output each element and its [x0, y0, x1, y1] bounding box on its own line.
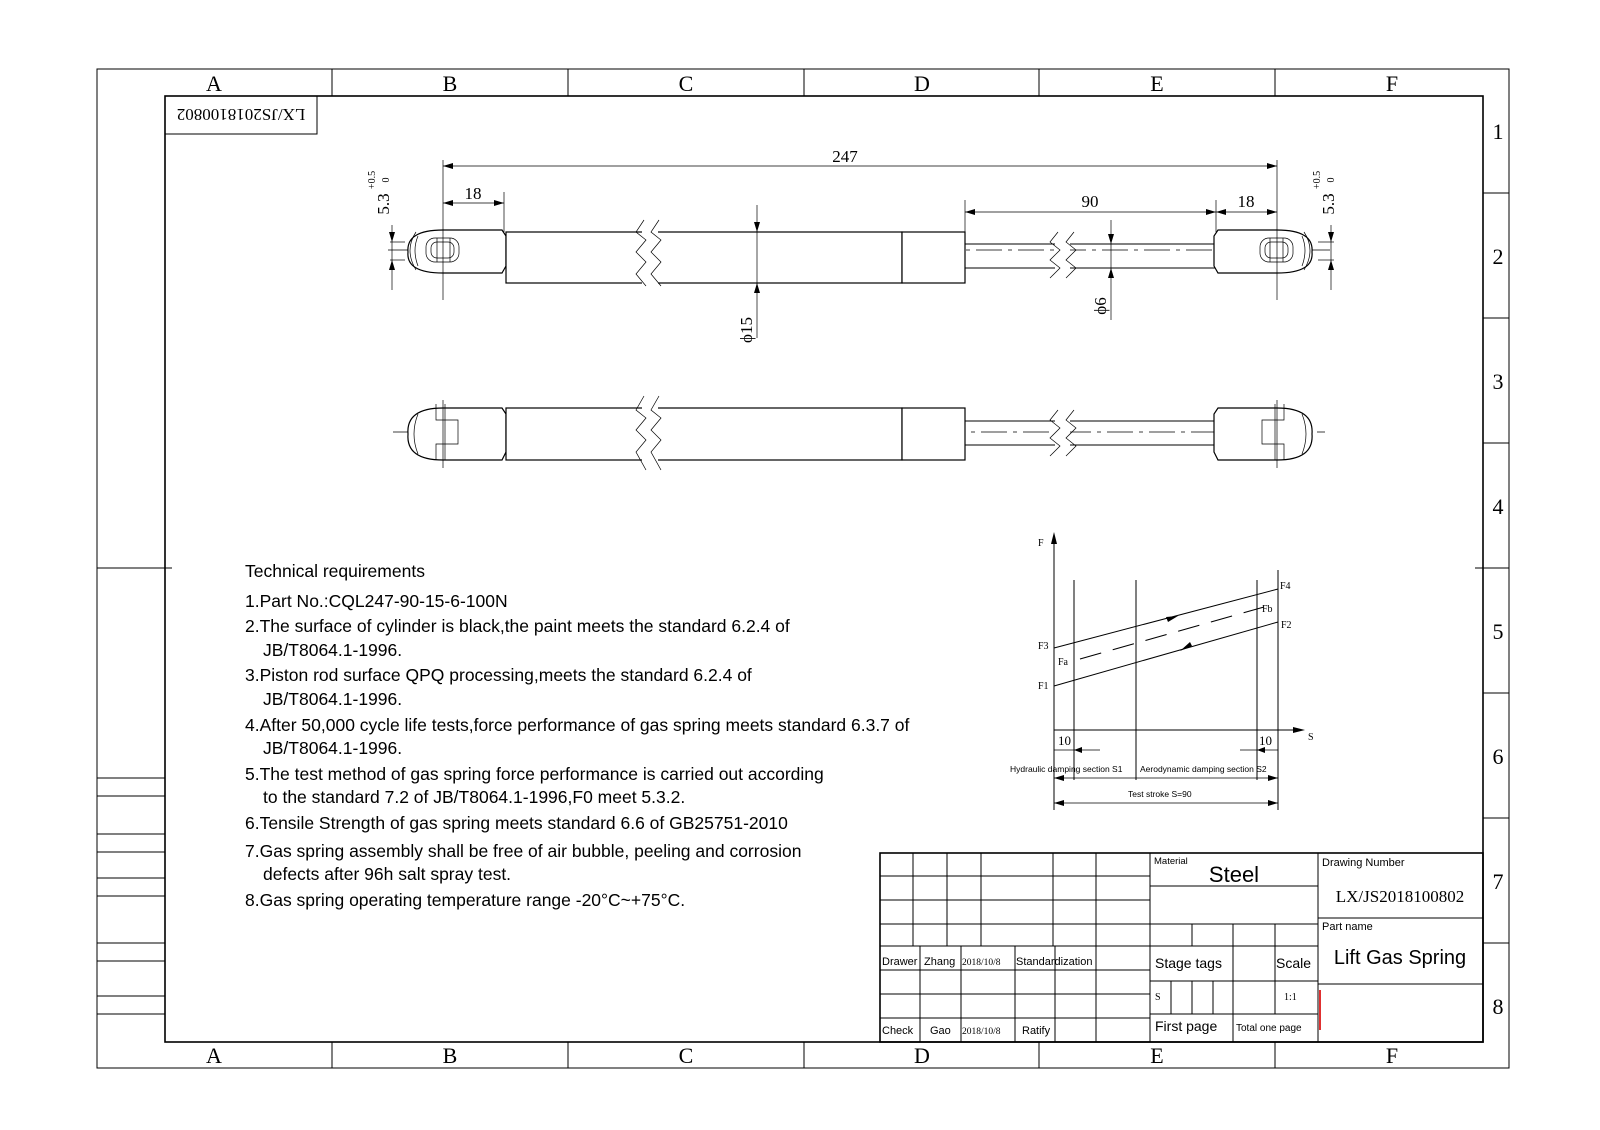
technical-requirement-item-4: 4.After 50,000 cycle life tests,force pe…	[245, 714, 910, 759]
dimension-rod-diameter: ϕ6	[1091, 297, 1110, 314]
row-label-4: 4	[1493, 494, 1504, 519]
top-left-drawing-code: LX/JS2018100802	[177, 105, 305, 124]
column-label-b-bottom: B	[443, 1043, 458, 1068]
chart-label-test-stroke: Test stroke S=90	[1128, 789, 1192, 799]
row-label-1: 1	[1493, 119, 1504, 144]
chart-label-f4: F4	[1280, 581, 1291, 592]
gas-spring-top-view: 247 18 90 18 5.3 +0.5 0 5.3 +0.5 0 ϕ15 ϕ…	[367, 147, 1338, 343]
ratify-label: Ratify	[1022, 1025, 1051, 1037]
first-page-label: First page	[1155, 1018, 1217, 1034]
part-name-value: Lift Gas Spring	[1334, 947, 1466, 969]
dimension-cylinder-diameter: ϕ15	[737, 317, 756, 343]
total-pages-label: Total one page	[1236, 1023, 1302, 1034]
chart-label-ten-right: 10	[1259, 733, 1272, 748]
column-label-a-bottom: A	[206, 1043, 222, 1068]
force-stroke-chart: F S F4 Fb F2 F3 Fa F1 10 10 Hydraulic da…	[1010, 532, 1314, 810]
standardization-label: Standardization	[1016, 956, 1092, 968]
row-label-3: 3	[1493, 369, 1504, 394]
dimension-overall-length: 247	[832, 147, 858, 166]
dimension-stroke-length: 90	[1082, 192, 1099, 211]
tolerance-left-hole-upper: +0.5	[367, 171, 378, 189]
chart-label-fb: Fb	[1262, 604, 1273, 615]
column-label-b: B	[443, 71, 458, 96]
stage-value: S	[1155, 992, 1161, 1003]
chart-y-axis-label: F	[1038, 538, 1044, 549]
row-label-8: 8	[1493, 994, 1504, 1019]
check-label: Check	[882, 1025, 914, 1037]
chart-label-fa: Fa	[1058, 657, 1069, 668]
column-label-e-bottom: E	[1150, 1043, 1163, 1068]
drawer-date: 2018/10/8	[962, 958, 1001, 968]
title-block: Material Steel Drawing Number Part name …	[879, 852, 1484, 1043]
stage-tags-label: Stage tags	[1155, 955, 1222, 971]
dimension-right-end-length: 18	[1238, 192, 1255, 211]
chart-label-aerodynamic-section: Aerodynamic damping section S2	[1140, 764, 1267, 774]
column-label-f-bottom: F	[1386, 1043, 1398, 1068]
checker-name: Gao	[930, 1025, 951, 1037]
material-value: Steel	[1209, 862, 1259, 887]
chart-label-f3: F3	[1038, 641, 1049, 652]
row-label-7: 7	[1493, 869, 1504, 894]
technical-requirement-item-3: 3.Piston rod surface QPQ processing,meet…	[245, 665, 752, 709]
chart-x-axis-label: S	[1308, 732, 1314, 743]
column-label-a: A	[206, 71, 222, 96]
scale-label: Scale	[1276, 955, 1311, 971]
sheet-frame: A B C D E F A B C D E F 1 2 3 4 5 6 7 8 …	[96, 68, 1510, 1069]
drawer-name: Zhang	[924, 956, 955, 968]
column-label-c: C	[679, 71, 694, 96]
technical-requirement-item-8: 8.Gas spring operating temperature range…	[245, 889, 686, 910]
row-label-2: 2	[1493, 244, 1504, 269]
tolerance-right-hole-upper: +0.5	[1312, 171, 1323, 189]
drawing-number-label: Drawing Number	[1322, 857, 1405, 869]
technical-requirement-item-6: 6.Tensile Strength of gas spring meets s…	[245, 812, 788, 833]
chart-label-f2: F2	[1281, 620, 1292, 631]
column-label-c-bottom: C	[679, 1043, 694, 1068]
column-label-f: F	[1386, 71, 1398, 96]
row-label-6: 6	[1493, 744, 1504, 769]
chart-label-f1: F1	[1038, 681, 1049, 692]
technical-requirement-item-7: 7.Gas spring assembly shall be free of a…	[245, 840, 802, 885]
technical-requirements: Technical requirements 1.Part No.:CQL247…	[245, 560, 925, 912]
tolerance-right-hole-lower: 0	[1326, 178, 1337, 183]
dimension-left-end-length: 18	[465, 184, 482, 203]
check-date: 2018/10/8	[962, 1027, 1001, 1037]
technical-requirement-item-2: 2.The surface of cylinder is black,the p…	[245, 616, 790, 660]
material-label: Material	[1154, 856, 1188, 867]
chart-label-hydraulic-section: Hydraulic damping section S1	[1010, 764, 1123, 774]
technical-requirements-heading: Technical requirements	[245, 561, 425, 581]
column-label-e: E	[1150, 71, 1163, 96]
drawing-number-value: LX/JS2018100802	[1336, 887, 1464, 906]
dimension-left-hole-diameter: 5.3	[374, 193, 393, 214]
tolerance-left-hole-lower: 0	[381, 178, 392, 183]
scale-value: 1:1	[1284, 992, 1297, 1003]
column-label-d: D	[914, 71, 930, 96]
part-name-label: Part name	[1322, 921, 1373, 933]
technical-requirement-item-1: 1.Part No.:CQL247-90-15-6-100N	[245, 590, 508, 611]
technical-requirement-item-5: 5.The test method of gas spring force pe…	[245, 763, 824, 808]
gas-spring-side-view	[393, 395, 1325, 471]
column-label-d-bottom: D	[914, 1043, 930, 1068]
dimension-right-hole-diameter: 5.3	[1319, 193, 1338, 214]
drawer-label: Drawer	[882, 956, 918, 968]
chart-label-ten-left: 10	[1058, 733, 1071, 748]
row-label-5: 5	[1493, 619, 1504, 644]
